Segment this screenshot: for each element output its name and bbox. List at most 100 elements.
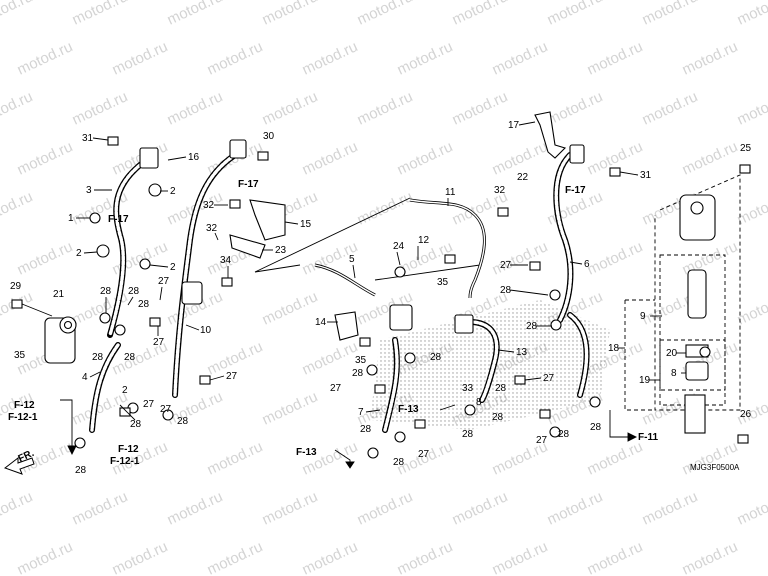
watermark-text: motod.ru [110,538,171,576]
watermark-text: motod.ru [450,488,511,528]
part-number-28: 28 [100,286,112,297]
bracket-15 [249,199,286,241]
watermark-text: motod.ru [70,88,131,128]
hose-13 [462,318,500,403]
watermark-text: motod.ru [585,38,646,78]
part-number-17: 17 [508,120,520,131]
part-number-2: 2 [170,262,176,273]
part-number-2: 2 [122,385,128,396]
watermark-text: motod.ru [300,38,361,78]
watermark-text: motod.ru [680,538,741,576]
part-number-5: 5 [349,254,355,265]
watermark-text: motod.ru [110,38,171,78]
part-number-28: 28 [352,368,364,379]
bracket-17 [534,111,567,159]
watermark-text: motod.ru [165,88,226,128]
leader-line [497,349,515,353]
watermark-text: motod.ru [260,288,321,328]
part-number-35: 35 [437,277,449,288]
watermark-text: motod.ru [355,88,416,128]
leader-lines [254,197,481,281]
part-number-31: 31 [640,170,652,181]
watermark-text: motod.ru [15,538,76,576]
part-number-19: 19 [639,375,651,386]
leader-line [524,377,542,381]
part-number-2: 2 [170,186,176,197]
watermark-text: motod.ru [545,488,606,528]
part-number-28: 28 [526,321,538,332]
leader-line [352,264,356,279]
part-number-27: 27 [160,404,172,415]
part-number-6: 6 [584,259,590,270]
part-number-27: 27 [226,371,238,382]
part-number-28: 28 [177,416,189,427]
ref-label-f-12: F-12 [118,444,139,455]
part-number-27: 27 [330,383,342,394]
watermark-text: motod.ru [260,88,321,128]
part-number-32: 32 [206,223,218,234]
watermark-text: motod.ru [15,38,76,78]
ref-label-f-17: F-17 [108,214,129,225]
leader-line [185,324,200,331]
watermark-text: motod.ru [545,88,606,128]
part-number-2: 2 [76,248,82,259]
part-number-30: 30 [263,131,275,142]
watermark-text: motod.ru [300,138,361,178]
part-number-1: 1 [68,213,74,224]
leader-line [89,371,101,378]
hose-10 [172,152,238,398]
watermark-text: motod.ru [15,138,76,178]
ref-label-f-17: F-17 [238,179,259,190]
watermark-text: motod.ru [585,238,646,278]
part-number-27: 27 [158,276,170,287]
part-number-28: 28 [495,383,507,394]
leader-line [149,264,169,268]
ref-label-f-12: F-12 [14,400,35,411]
watermark-text: motod.ru [355,188,416,228]
watermark-text: motod.ru [490,238,551,278]
watermark-text: motod.ru [545,0,606,29]
watermark-text: motod.ru [110,238,171,278]
front-direction-arrow [3,456,35,475]
part-number-34: 34 [220,255,232,266]
part-number-32: 32 [494,185,506,196]
leader-line [396,251,401,266]
ref-label-f-13: F-13 [398,404,419,415]
part-number-8: 8 [476,397,482,408]
pipe-5 [314,263,376,297]
part-number-28: 28 [492,412,504,423]
diagram-code: MJG3F0500A [690,463,740,472]
watermark-text: motod.ru [205,38,266,78]
watermark-text: motod.ru [0,188,35,228]
leader-line [509,289,549,296]
part-number-10: 10 [200,325,212,336]
leader-line [518,121,536,126]
watermark-text: motod.ru [355,0,416,29]
part-number-31: 31 [82,133,94,144]
part-number-3: 3 [86,185,92,196]
leader-line [127,296,134,306]
part-number-16: 16 [188,152,200,163]
joint-block [139,139,585,334]
ref-label-f-12-1: F-12-1 [110,456,140,467]
part-number-28: 28 [393,457,405,468]
watermark-text: motod.ru [585,538,646,576]
leader-line [83,251,98,254]
leader-line [619,171,639,176]
watermark-text: motod.ru [70,488,131,528]
small-parts [74,183,711,459]
part-number-28: 28 [124,352,136,363]
watermark-text: motod.ru [640,88,701,128]
watermark-text: motod.ru [205,538,266,576]
watermark-text: motod.ru [165,0,226,29]
part-number-35: 35 [14,350,26,361]
part-number-27: 27 [153,337,165,348]
watermark-text: motod.ru [735,0,768,29]
ref-label-f-11: F-11 [638,432,658,443]
part-number-8: 8 [671,368,677,379]
pipe-11 [409,198,486,299]
watermark-text: motod.ru [735,488,768,528]
part-number-24: 24 [393,241,405,252]
part-number-27: 27 [500,260,512,271]
